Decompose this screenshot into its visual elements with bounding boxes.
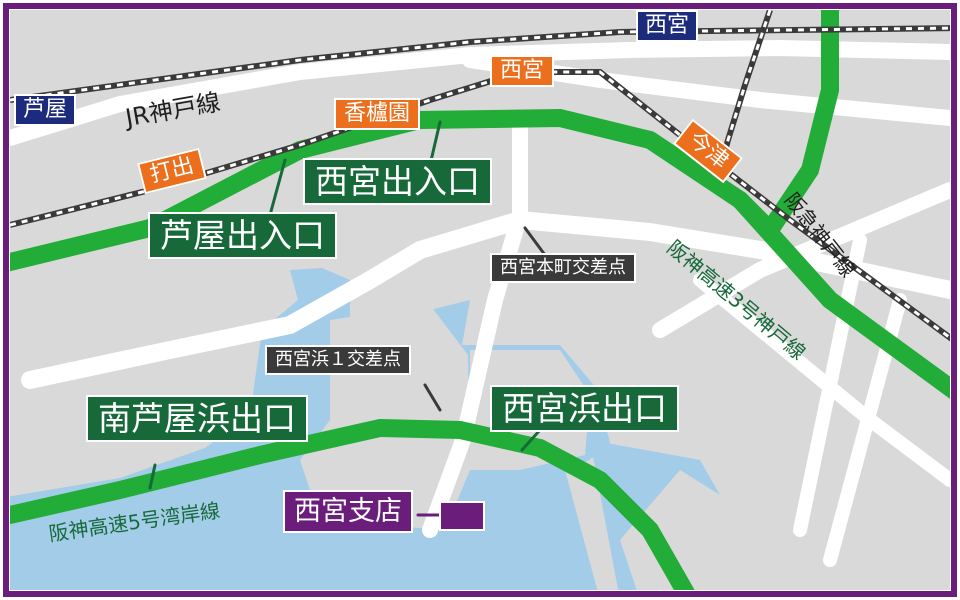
ramp-nishinomiya: 西宮出入口 (303, 158, 492, 205)
office-marker-icon (439, 501, 485, 531)
station-hanshin-nishinomiya: 西宮 (490, 55, 555, 87)
station-koroen: 香櫨園 (334, 98, 421, 130)
intersection-honmachi: 西宮本町交差点 (490, 253, 636, 283)
branch-label: 西宮支店 (283, 490, 413, 533)
expressways (10, 10, 950, 590)
jr-kobe-line (10, 25, 950, 103)
map-frame (3, 3, 957, 597)
ramp-minami-ashiyahama: 南芦屋浜出口 (86, 395, 308, 442)
station-jr-ashiya: 芦屋 (14, 94, 77, 126)
route3-expressway (10, 108, 950, 399)
station-jr-nishinomiya: 西宮 (636, 10, 699, 42)
ramp-nishinomiyahama: 西宮浜出口 (490, 385, 679, 432)
label-leaders (148, 120, 547, 517)
route3-branch (731, 10, 839, 245)
ramp-ashiya: 芦屋出入口 (148, 212, 337, 259)
intersection-hama1: 西宮浜１交差点 (265, 345, 411, 375)
route5-expressway (10, 418, 695, 590)
